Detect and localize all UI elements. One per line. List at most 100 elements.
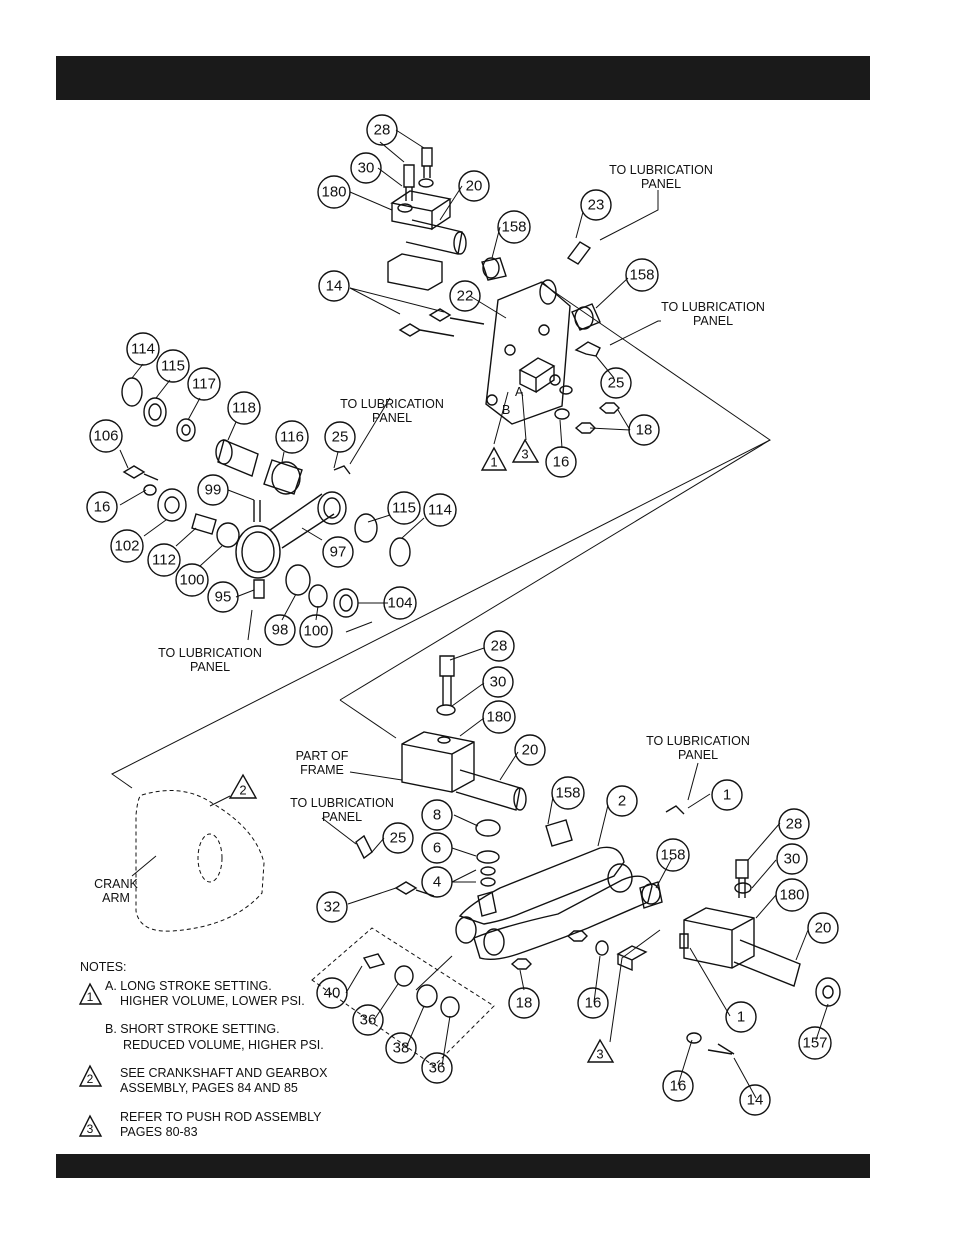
- lub-label: TO LUBRICATION: [661, 300, 765, 314]
- bolt-part: [421, 147, 433, 178]
- callout: 1: [711, 779, 743, 811]
- svg-text:18: 18: [636, 422, 653, 439]
- callout: 28: [778, 808, 810, 840]
- note-line: ASSEMBLY, PAGES 84 AND 85: [120, 1081, 298, 1095]
- svg-text:14: 14: [326, 278, 343, 295]
- callout: 114: [126, 332, 160, 366]
- bolt-part: [403, 164, 415, 201]
- callout: 18: [508, 987, 540, 1019]
- svg-text:3: 3: [87, 1122, 94, 1136]
- callout: 16: [86, 491, 118, 523]
- svg-text:3: 3: [596, 1047, 603, 1062]
- bottom-assembly: [355, 655, 841, 1055]
- crank-arm-label: CRANK: [94, 877, 138, 891]
- svg-text:114: 114: [131, 341, 155, 358]
- header-bar: [56, 56, 870, 100]
- note-line: B. SHORT STROKE SETTING.: [105, 1022, 280, 1036]
- svg-text:16: 16: [94, 499, 111, 516]
- callout: 22: [449, 280, 481, 312]
- callout: 98: [264, 614, 296, 646]
- callout: 30: [776, 843, 808, 875]
- svg-text:157: 157: [802, 1035, 827, 1052]
- svg-text:1: 1: [87, 990, 94, 1004]
- svg-text:112: 112: [152, 552, 176, 569]
- note-markers: 1 3 2 3: [228, 438, 615, 1063]
- svg-text:16: 16: [585, 995, 602, 1012]
- callout: 32: [316, 891, 348, 923]
- svg-text:8: 8: [433, 807, 441, 824]
- svg-text:180: 180: [779, 887, 804, 904]
- svg-text:30: 30: [490, 674, 507, 691]
- callout: 158: [497, 210, 531, 244]
- svg-text:36: 36: [429, 1060, 446, 1077]
- svg-text:99: 99: [205, 482, 222, 499]
- callout: 97: [322, 536, 354, 568]
- callout: 99: [197, 474, 229, 506]
- lub-label: PANEL: [678, 748, 718, 762]
- callout: 95: [207, 581, 239, 613]
- svg-text:100: 100: [179, 572, 204, 589]
- callout: 40: [316, 977, 348, 1009]
- svg-text:114: 114: [428, 502, 452, 519]
- svg-text:28: 28: [786, 816, 803, 833]
- callout: 14: [739, 1084, 771, 1116]
- callout: 114: [423, 493, 457, 527]
- lub-label: TO LUBRICATION: [609, 163, 713, 177]
- callout: 16: [545, 446, 577, 478]
- marker-b: B: [502, 403, 510, 417]
- lub-label: TO LUBRICATION: [158, 646, 262, 660]
- svg-text:158: 158: [629, 267, 654, 284]
- triangle-marker-3: 3: [511, 438, 540, 463]
- callout: 20: [458, 170, 490, 202]
- svg-text:100: 100: [303, 623, 328, 640]
- lub-label: PANEL: [693, 314, 733, 328]
- marker-a: A: [515, 385, 524, 399]
- callout: 102: [110, 529, 144, 563]
- notes-heading: NOTES:: [80, 960, 127, 974]
- svg-text:28: 28: [374, 122, 391, 139]
- svg-text:30: 30: [784, 851, 801, 868]
- callout: 158: [656, 838, 690, 872]
- note-line: HIGHER VOLUME, LOWER PSI.: [120, 994, 305, 1008]
- note-line: SEE CRANKSHAFT AND GEARBOX: [120, 1066, 328, 1080]
- svg-text:38: 38: [393, 1040, 410, 1057]
- svg-text:28: 28: [491, 638, 508, 655]
- svg-text:2: 2: [87, 1072, 94, 1086]
- callout: 180: [317, 175, 351, 209]
- callout: 14: [318, 270, 350, 302]
- callout: 38: [385, 1032, 417, 1064]
- svg-text:6: 6: [433, 840, 441, 857]
- svg-text:2: 2: [239, 783, 246, 798]
- svg-text:98: 98: [272, 622, 289, 639]
- callout: 104: [383, 586, 417, 620]
- leader-lines: [111, 129, 829, 1099]
- svg-text:25: 25: [608, 375, 625, 392]
- callout: 4: [421, 866, 453, 898]
- svg-text:158: 158: [555, 785, 580, 802]
- lub-label: TO LUBRICATION: [290, 796, 394, 810]
- part-of-frame-label: PART OF: [296, 749, 349, 763]
- callout: 115: [156, 349, 190, 383]
- svg-text:95: 95: [215, 589, 232, 606]
- svg-text:180: 180: [486, 709, 511, 726]
- svg-text:23: 23: [588, 197, 605, 214]
- callout: 180: [775, 878, 809, 912]
- notes-block: NOTES: 1 A. LONG STROKE SETTING. HIGHER …: [78, 960, 328, 1139]
- svg-text:1: 1: [723, 787, 731, 804]
- callout: 36: [352, 1004, 384, 1036]
- callout: 118: [227, 391, 261, 425]
- svg-text:2: 2: [618, 793, 626, 810]
- callout: 28: [366, 114, 398, 146]
- callout: 16: [662, 1070, 694, 1102]
- top-assembly: [387, 147, 620, 434]
- callout: 20: [514, 734, 546, 766]
- lub-label: PANEL: [322, 810, 362, 824]
- svg-text:1: 1: [490, 455, 497, 470]
- svg-text:118: 118: [232, 400, 256, 417]
- svg-text:20: 20: [466, 178, 483, 195]
- callout: 36: [421, 1052, 453, 1084]
- svg-text:104: 104: [387, 595, 412, 612]
- callout: 180: [482, 700, 516, 734]
- callout: 115: [387, 491, 421, 525]
- callout: 20: [807, 912, 839, 944]
